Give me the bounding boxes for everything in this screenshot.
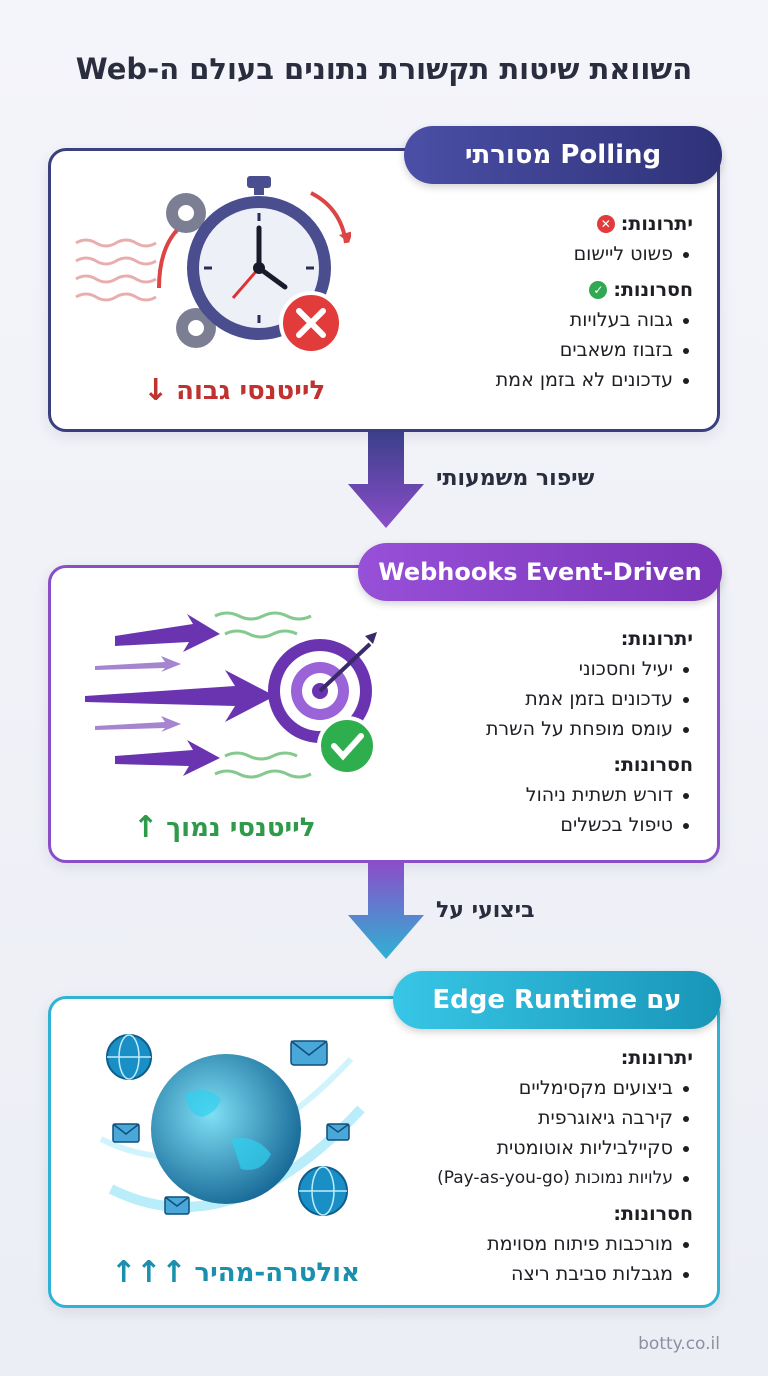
cons-heading: חסרונות: ✓: [496, 279, 693, 301]
list-item: עומס מופחת על השרת: [486, 714, 690, 744]
stopwatch-illustration: [75, 176, 351, 355]
list-item: בזבוז משאבים: [496, 335, 690, 365]
latency-label: לייטנסי גבוה ↓: [143, 373, 326, 408]
error-x-icon: [279, 291, 343, 355]
down-arrow-icon: [348, 863, 424, 959]
x-circle-icon: ✕: [596, 215, 615, 233]
edge-details: יתרונות: ביצועים מקסימליים קירבה גיאוגרפ…: [437, 1047, 693, 1299]
triple-arrow-up-icon: ↑↑↑: [111, 1255, 187, 1290]
pros-list: ביצועים מקסימליים קירבה גיאוגרפית סקיילב…: [437, 1073, 693, 1193]
list-item: טיפול בכשלים: [486, 810, 690, 840]
latency-label: לייטנסי נמוך ↑: [133, 810, 316, 845]
pros-heading: יתרונות:: [620, 628, 693, 650]
latency-label: אולטרה-מהיר ↑↑↑: [111, 1255, 360, 1290]
list-item: סקיילביליות אוטומטית: [437, 1133, 689, 1163]
page-title: השוואת שיטות תקשורת נתונים בעולם ה-Web: [75, 52, 693, 86]
cons-heading: חסרונות:: [613, 1203, 693, 1225]
edge-runtime-header: עם Edge Runtime: [393, 971, 721, 1029]
list-item: פשוט ליישום: [496, 239, 690, 269]
list-item: יעיל וחסכוני: [486, 654, 690, 684]
speed-lines-icon: [75, 238, 157, 302]
globe-illustration: [99, 1034, 365, 1216]
cons-list: גבוה בעלויות בזבוז משאבים עדכונים לא בזמ…: [496, 305, 693, 395]
pros-list: פשוט ליישום: [496, 239, 693, 269]
transition-label: שיפור משמעותי: [436, 466, 595, 491]
edge-runtime-card: אולטרה-מהיר ↑↑↑ יתרונות: ביצועים מקסימלי…: [48, 996, 720, 1308]
cons-heading: חסרונות:: [613, 754, 693, 776]
list-item: דורש תשתית ניהול: [486, 780, 690, 810]
cons-list: מורכבות פיתוח מסוימת מגבלות סביבת ריצה: [437, 1229, 693, 1289]
purple-arrows-icon: [85, 614, 275, 776]
arrow-down-icon: ↓: [143, 373, 169, 408]
check-circle-icon: [317, 716, 377, 776]
arrow-up-icon: ↑: [133, 810, 159, 845]
gear-icon: [166, 193, 216, 348]
pros-heading: יתרונות:: [620, 1047, 693, 1069]
speed-lines-icon: [214, 611, 312, 779]
cons-list: דורש תשתית ניהול טיפול בכשלים: [486, 780, 693, 840]
list-item: עדכונים לא בזמן אמת: [496, 365, 690, 395]
footer-brand[interactable]: botty.co.il: [638, 1334, 720, 1354]
list-item: מגבלות סביבת ריצה: [437, 1259, 689, 1289]
list-item: עדכונים בזמן אמת: [486, 684, 690, 714]
down-arrow-icon: [348, 432, 424, 528]
target-illustration: [85, 611, 377, 779]
list-item: קירבה גיאוגרפית: [437, 1103, 689, 1133]
list-item: גבוה בעלויות: [496, 305, 690, 335]
transition-label: ביצועי על: [436, 898, 535, 923]
list-item: עלויות נמוכות (Pay-as-you-go): [437, 1163, 689, 1193]
webhooks-card: לייטנסי נמוך ↑ יתרונות: יעיל וחסכוני עדכ…: [48, 565, 720, 863]
pros-list: יעיל וחסכוני עדכונים בזמן אמת עומס מופחת…: [486, 654, 693, 744]
webhooks-details: יתרונות: יעיל וחסכוני עדכונים בזמן אמת ע…: [486, 628, 693, 850]
list-item: ביצועים מקסימליים: [437, 1073, 689, 1103]
polling-details: יתרונות: ✕ פשוט ליישום חסרונות: ✓ גבוה ב…: [496, 213, 693, 405]
pros-heading: יתרונות: ✕: [496, 213, 693, 235]
polling-card: לייטנסי גבוה ↓ יתרונות: ✕ פשוט ליישום חס…: [48, 148, 720, 432]
webhooks-header: Webhooks Event-Driven: [358, 543, 722, 601]
check-circle-icon: ✓: [589, 281, 608, 299]
polling-header: Polling מסורתי: [404, 126, 722, 184]
list-item: מורכבות פיתוח מסוימת: [437, 1229, 689, 1259]
